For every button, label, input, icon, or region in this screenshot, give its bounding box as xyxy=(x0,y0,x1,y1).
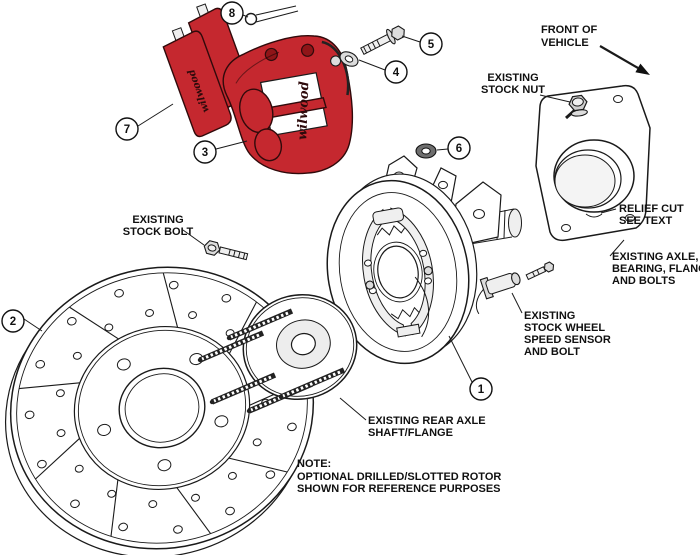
return-spring-bottom xyxy=(390,306,420,320)
label-existing-axle: EXISTING AXLE, BEARING, FLANGE AND BOLTS xyxy=(612,251,700,287)
svg-text:STOCK NUT: STOCK NUT xyxy=(481,84,545,96)
callout-1-number: 1 xyxy=(478,384,485,396)
callout-2-number: 2 xyxy=(10,316,16,328)
brake-pad-inner: wilwood xyxy=(162,27,232,138)
bridge-bolt-boss xyxy=(264,47,278,62)
callout-4: 4 xyxy=(384,60,408,84)
callout-3: 3 xyxy=(193,140,217,164)
label-existing-stock-nut: EXISTING STOCK NUT xyxy=(481,72,545,96)
svg-text:SHAFT/FLANGE: SHAFT/FLANGE xyxy=(368,427,453,439)
leader-lines xyxy=(23,14,625,421)
callout-7: 7 xyxy=(115,117,139,141)
svg-text:STOCK WHEEL: STOCK WHEEL xyxy=(524,322,605,334)
shaft-end-cap xyxy=(508,208,522,238)
sensor-wire xyxy=(475,288,484,315)
label-existing-stock-bolt: EXISTING STOCK BOLT xyxy=(123,214,194,238)
svg-text:EXISTING AXLE,: EXISTING AXLE, xyxy=(612,251,698,263)
return-spring-top xyxy=(376,225,405,236)
callout-3-number: 3 xyxy=(202,147,208,159)
callout-7-number: 7 xyxy=(124,124,130,136)
callout-6: 6 xyxy=(447,136,471,160)
svg-text:NOTE:: NOTE: xyxy=(297,458,331,470)
label-relief-cut: RELIEF CUT SEE TEXT xyxy=(619,203,684,227)
relief-cut-notch xyxy=(585,213,603,218)
caliper-logo-text: wilwood xyxy=(295,81,312,140)
callout-2: 2 xyxy=(1,309,25,333)
rotor xyxy=(4,266,315,555)
svg-text:RELIEF CUT: RELIEF CUT xyxy=(619,203,684,215)
svg-text:EXISTING: EXISTING xyxy=(487,72,538,84)
sensor-bolt xyxy=(525,261,555,281)
svg-text:BEARING, FLANGE: BEARING, FLANGE xyxy=(612,263,700,275)
rotor-center-hole xyxy=(118,367,206,449)
svg-text:FRONT OF: FRONT OF xyxy=(541,24,597,36)
svg-text:SPEED SENSOR: SPEED SENSOR xyxy=(524,334,611,346)
wheel-studs xyxy=(197,308,346,414)
axle-tube-opening xyxy=(554,154,616,208)
cotter-pin xyxy=(244,5,299,26)
axle-shaft-flange xyxy=(197,293,358,414)
flange-bolt-hole xyxy=(613,95,623,103)
svg-text:EXISTING REAR AXLE: EXISTING REAR AXLE xyxy=(368,415,486,427)
parking-brake-lever xyxy=(414,276,430,338)
axle-opening xyxy=(377,245,419,299)
bracket-hole xyxy=(473,209,485,219)
flange-bolt-hole xyxy=(561,224,571,232)
flat-washer xyxy=(339,51,359,67)
callout-8: 8 xyxy=(220,1,244,25)
hold-down-pin xyxy=(365,280,375,290)
caliper-bolt xyxy=(360,25,405,55)
hold-down-pin xyxy=(423,266,433,276)
svg-text:OPTIONAL DRILLED/SLOTTED ROTOR: OPTIONAL DRILLED/SLOTTED ROTOR xyxy=(297,471,501,483)
brake-caliper: wilwood xyxy=(222,35,354,175)
stock-nut xyxy=(568,94,588,117)
callout-6-number: 6 xyxy=(456,143,462,155)
label-front-of-vehicle: FRONT OF VEHICLE xyxy=(541,24,650,75)
callout-5-number: 5 xyxy=(428,39,435,51)
stock-bolt xyxy=(203,240,249,261)
svg-text:STOCK BOLT: STOCK BOLT xyxy=(123,226,194,238)
svg-text:SHOWN FOR REFERENCE PURPOSES: SHOWN FOR REFERENCE PURPOSES xyxy=(297,483,501,495)
bridge-bolt-boss-2 xyxy=(300,43,315,57)
svg-text:VEHICLE: VEHICLE xyxy=(541,37,589,49)
label-speed-sensor: EXISTING STOCK WHEEL SPEED SENSOR AND BO… xyxy=(524,310,611,358)
callout-1: 1 xyxy=(469,377,493,401)
callout-4-number: 4 xyxy=(393,67,400,79)
tab-hole-2 xyxy=(438,180,448,190)
caliper-piston-bulge-2 xyxy=(254,128,283,162)
svg-text:EXISTING: EXISTING xyxy=(524,310,575,322)
svg-text:AND BOLT: AND BOLT xyxy=(524,346,580,358)
front-direction-arrow xyxy=(599,45,650,75)
nut-face xyxy=(571,97,584,107)
flange-bolt-hole xyxy=(625,214,635,222)
svg-text:AND BOLTS: AND BOLTS xyxy=(612,275,675,287)
hub-center-hole xyxy=(290,332,316,356)
callout-8-number: 8 xyxy=(229,8,236,20)
svg-text:SEE TEXT: SEE TEXT xyxy=(619,215,672,227)
adjuster xyxy=(396,323,421,338)
svg-text:EXISTING: EXISTING xyxy=(132,214,183,226)
backing-plate-assembly xyxy=(326,155,502,365)
label-rear-axle-shaft: EXISTING REAR AXLE SHAFT/FLANGE xyxy=(368,415,486,439)
sensor-tip xyxy=(511,272,521,286)
wheel-cylinder xyxy=(372,207,404,226)
callout-5: 5 xyxy=(419,32,443,56)
speed-sensor xyxy=(475,261,555,315)
spacer-washer xyxy=(415,143,437,159)
note-block: NOTE: OPTIONAL DRILLED/SLOTTED ROTOR SHO… xyxy=(297,458,501,495)
